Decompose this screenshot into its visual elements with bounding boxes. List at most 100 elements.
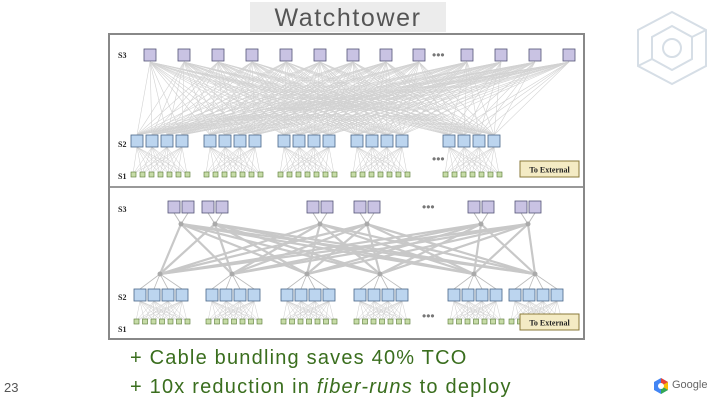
bottom-fanout-link	[159, 273, 169, 290]
bottom-edge-link	[510, 300, 530, 322]
bottom-s3-ellipsis: •••	[422, 200, 435, 214]
bottom-edge-link	[510, 300, 558, 322]
top-edge-link	[361, 146, 388, 175]
bottom-s3-switch	[481, 200, 495, 214]
bottom-fanout-link	[159, 273, 183, 290]
top-s2-switch	[365, 134, 379, 148]
bottom-edge-link	[481, 300, 502, 322]
bottom-edge-link	[152, 300, 155, 322]
bottom-s1-switch	[280, 318, 287, 325]
bottom-edge-link	[314, 300, 335, 322]
top-s1-switch	[377, 171, 384, 178]
top-s1-switch	[277, 171, 284, 178]
bottom-edge-link	[167, 300, 188, 322]
top-mesh-link	[298, 61, 570, 136]
top-s1-label: S1	[118, 172, 126, 181]
top-s2-switch	[130, 134, 144, 148]
bottom-edge-link	[282, 300, 330, 322]
bottom-edge-link	[144, 300, 169, 322]
top-edge-link	[132, 146, 183, 175]
bottom-edge-link	[135, 300, 183, 322]
top-s3-ellipsis: •••	[432, 48, 445, 62]
top-edge-link	[151, 146, 179, 175]
top-edge-link	[328, 146, 335, 175]
bottom-s3-switch	[467, 200, 481, 214]
bottom-fanout-link	[379, 273, 389, 290]
top-mesh-link	[151, 61, 354, 136]
bottom-edge-link	[167, 300, 179, 322]
top-edge-link	[150, 146, 183, 175]
bottom-edge-link	[300, 300, 335, 322]
top-s3-switch	[279, 48, 293, 62]
top-edge-link	[489, 146, 495, 175]
bottom-s1-switch	[231, 318, 237, 325]
top-mesh-link	[151, 61, 185, 136]
top-s1-switch	[404, 171, 411, 178]
slide-title: Watchtower	[250, 2, 446, 32]
bottom-s2-switch	[147, 288, 161, 302]
bottom-edge-link	[135, 300, 141, 322]
top-mesh-link	[136, 61, 468, 136]
top-edge-link	[478, 146, 491, 175]
bottom-s3-label: S3	[118, 205, 126, 214]
top-s2-switch	[487, 134, 501, 148]
bottom-fanout-link	[528, 273, 536, 290]
bottom-s1-switch	[150, 318, 157, 325]
top-s3-switch	[494, 48, 508, 62]
top-s3-label: S3	[118, 51, 126, 60]
top-edge-link	[388, 146, 403, 175]
bottom-edge-link	[135, 300, 169, 322]
bottom-s1-switch	[508, 318, 515, 325]
bottom-s2-switch	[353, 288, 367, 302]
bottom-edge-link	[510, 300, 544, 322]
bottom-s1-switch	[289, 318, 295, 325]
top-edge-link	[279, 146, 300, 175]
bottom-edge-link	[328, 300, 335, 322]
top-edge-link	[132, 146, 153, 175]
top-s1-switch	[203, 171, 210, 178]
bullet-1-text: + Cable bundling saves 40% TCO	[130, 347, 468, 369]
top-edge-link	[297, 146, 300, 175]
top-edge-link	[453, 146, 465, 175]
top-mesh-link	[209, 61, 387, 136]
bottom-edge-link	[239, 300, 260, 322]
top-edge-link	[478, 146, 482, 175]
top-edge-link	[306, 146, 330, 175]
top-mesh-link	[328, 61, 570, 136]
hexagon-logo-icon	[637, 10, 707, 86]
top-s1-switch	[257, 171, 264, 178]
top-edge-link	[361, 146, 403, 175]
bottom-edge-link	[161, 300, 169, 322]
bottom-s3-switch	[514, 200, 528, 214]
bottom-fanout-link	[153, 273, 161, 290]
top-mesh-link	[251, 61, 256, 136]
top-mesh-links	[132, 61, 570, 175]
top-edge-link	[177, 146, 183, 175]
bottom-edge-link	[144, 300, 155, 322]
top-mesh-link	[166, 61, 253, 136]
bottom-edge-link	[216, 300, 255, 322]
bottom-bundle-link	[159, 222, 529, 276]
bottom-edge-link	[467, 300, 493, 322]
bottom-patch-panel	[317, 221, 323, 227]
top-mesh-link	[149, 61, 183, 136]
bottom-s2-switch	[247, 288, 261, 302]
top-s1-switch	[221, 171, 228, 178]
bottom-edge-link	[475, 300, 483, 322]
bottom-edge-link	[466, 300, 483, 322]
bottom-s3-switch	[215, 200, 229, 214]
top-edge-link	[150, 146, 153, 175]
top-edge-link	[168, 146, 183, 175]
top-s2-switch	[145, 134, 159, 148]
top-mesh-link	[149, 61, 226, 136]
top-edge-link	[370, 146, 403, 175]
bottom-s2-switch	[322, 288, 336, 302]
bottom-s3-switch	[167, 200, 181, 214]
bottom-edge-link	[207, 300, 227, 322]
top-s3-switch	[177, 48, 191, 62]
top-mesh-link	[463, 61, 570, 136]
top-topology-panel: S3 S2 S1 ••• ••• To External	[110, 35, 583, 187]
bottom-edge-link	[355, 300, 361, 322]
bottom-edge-link	[224, 300, 227, 322]
bottom-edge-link	[300, 300, 318, 322]
